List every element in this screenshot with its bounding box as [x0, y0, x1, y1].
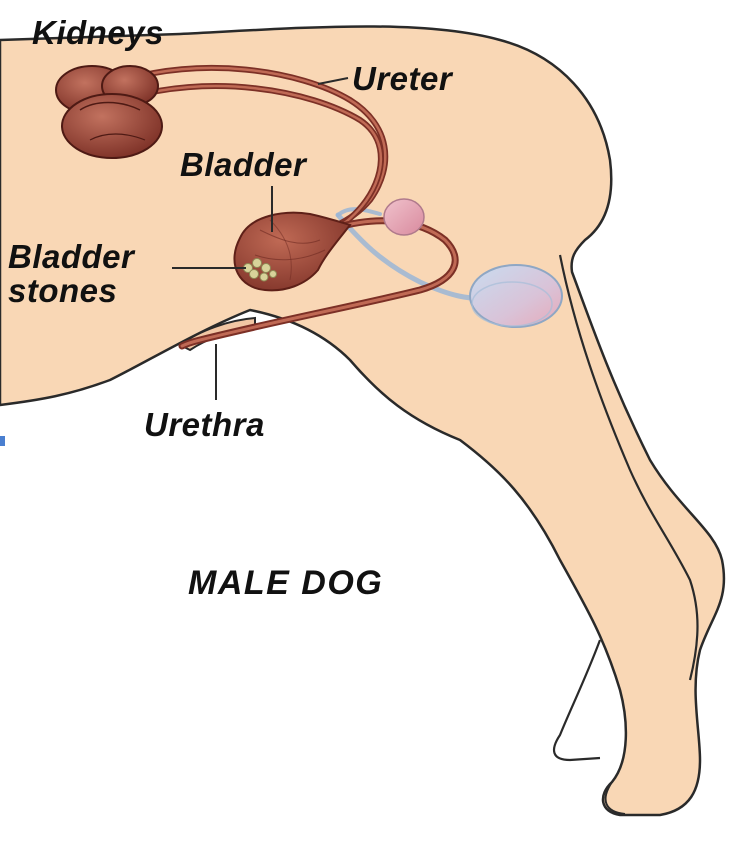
leader-ureter: [317, 77, 349, 85]
label-ureter: Ureter: [352, 60, 453, 97]
leg-contour-back: [558, 254, 699, 681]
bladder-vein-3: [269, 219, 292, 281]
edge-marker: [0, 436, 5, 446]
prostate: [383, 198, 425, 236]
bladder-stones: [243, 258, 277, 282]
label-bladder: Bladder: [180, 146, 307, 183]
label-kidneys: Kidneys: [32, 14, 164, 51]
label-bladder-stones-line1: Bladder: [8, 238, 135, 275]
ureter-tube-2-highlight: [118, 84, 383, 234]
leg-contour-front: [552, 639, 602, 762]
bladder-vein-2: [254, 249, 326, 261]
testis-rim: [471, 281, 553, 327]
bladder-vein-1: [259, 229, 321, 244]
kidneys: [55, 65, 163, 159]
testis: [469, 264, 563, 328]
dog-body: [0, 25, 726, 817]
label-urethra: Urethra: [144, 406, 265, 443]
label-bladder-stones: Bladder stones: [8, 240, 134, 308]
hock-contour: [604, 781, 626, 815]
diagram-title: MALE DOG: [188, 564, 384, 602]
label-bladder-stones-line2: stones: [8, 272, 118, 309]
